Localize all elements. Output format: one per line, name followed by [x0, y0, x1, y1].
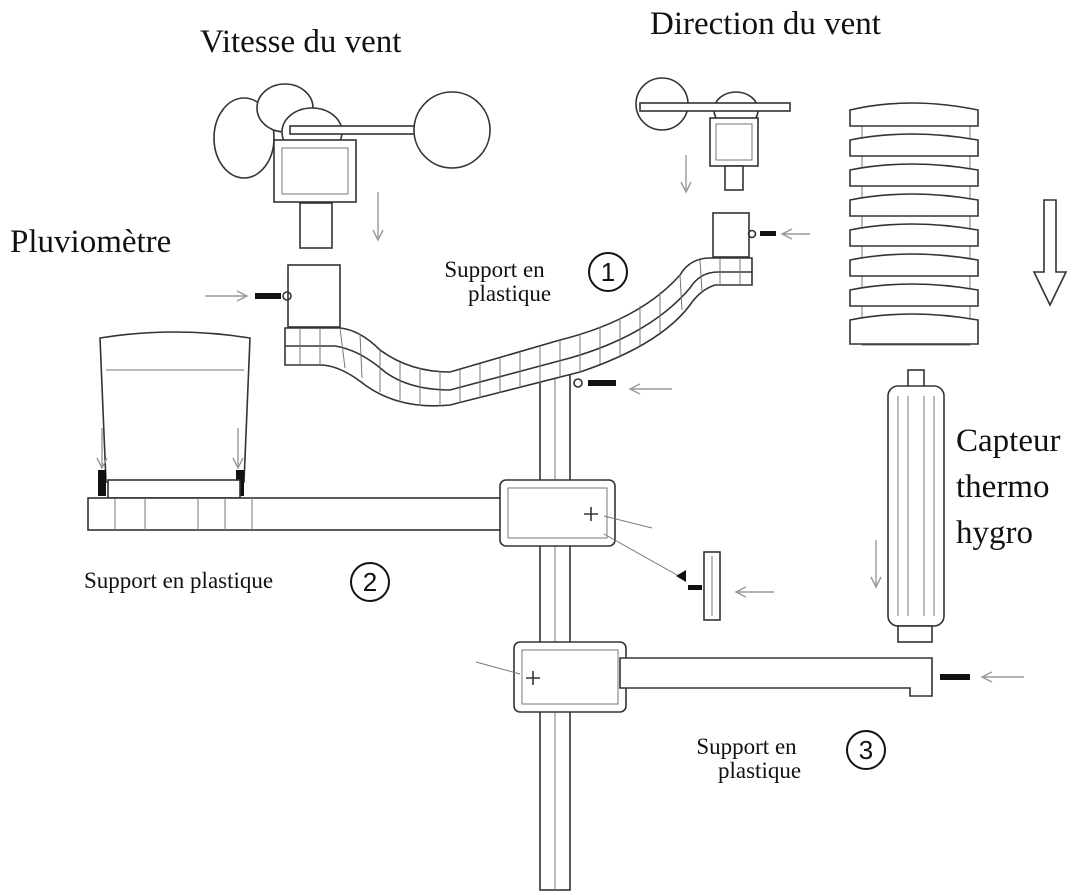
support-3-label: Support en plastique: [692, 735, 801, 783]
thermo-hygro-label: Capteur thermo hygro: [956, 418, 1060, 556]
plastic-bracket-3: [475, 641, 1024, 713]
thermo-hygro-sensor: [870, 369, 945, 643]
support-3-number-badge: 3: [846, 730, 886, 770]
rain-gauge: [96, 331, 251, 499]
main-pole: [539, 364, 672, 891]
support-3-line2: plastique: [718, 758, 802, 783]
support-1-line2: plastique: [468, 281, 552, 306]
thermo-hygro-label-line3: hygro: [956, 515, 1033, 551]
wind-vane: [635, 77, 791, 194]
support-2-label: Support en plastique: [84, 568, 274, 593]
support-1-number-badge: 1: [588, 252, 628, 292]
radiation-shield: [849, 102, 1068, 346]
anemometer: [213, 83, 491, 249]
plastic-bracket-1: [205, 212, 810, 407]
support-1-line1: Support en: [444, 257, 545, 282]
wind-speed-label: Vitesse du vent: [200, 24, 402, 60]
support-2-number-badge: 2: [350, 562, 390, 602]
support-3-line1: Support en: [696, 734, 797, 759]
thermo-hygro-label-line2: thermo: [956, 469, 1050, 505]
support-1-label: Support en plastique: [438, 258, 551, 306]
wind-direction-label: Direction du vent: [650, 6, 881, 42]
rain-gauge-label: Pluviomètre: [10, 224, 172, 260]
plastic-bracket-2: [87, 479, 774, 621]
thermo-hygro-label-line1: Capteur: [956, 423, 1061, 459]
